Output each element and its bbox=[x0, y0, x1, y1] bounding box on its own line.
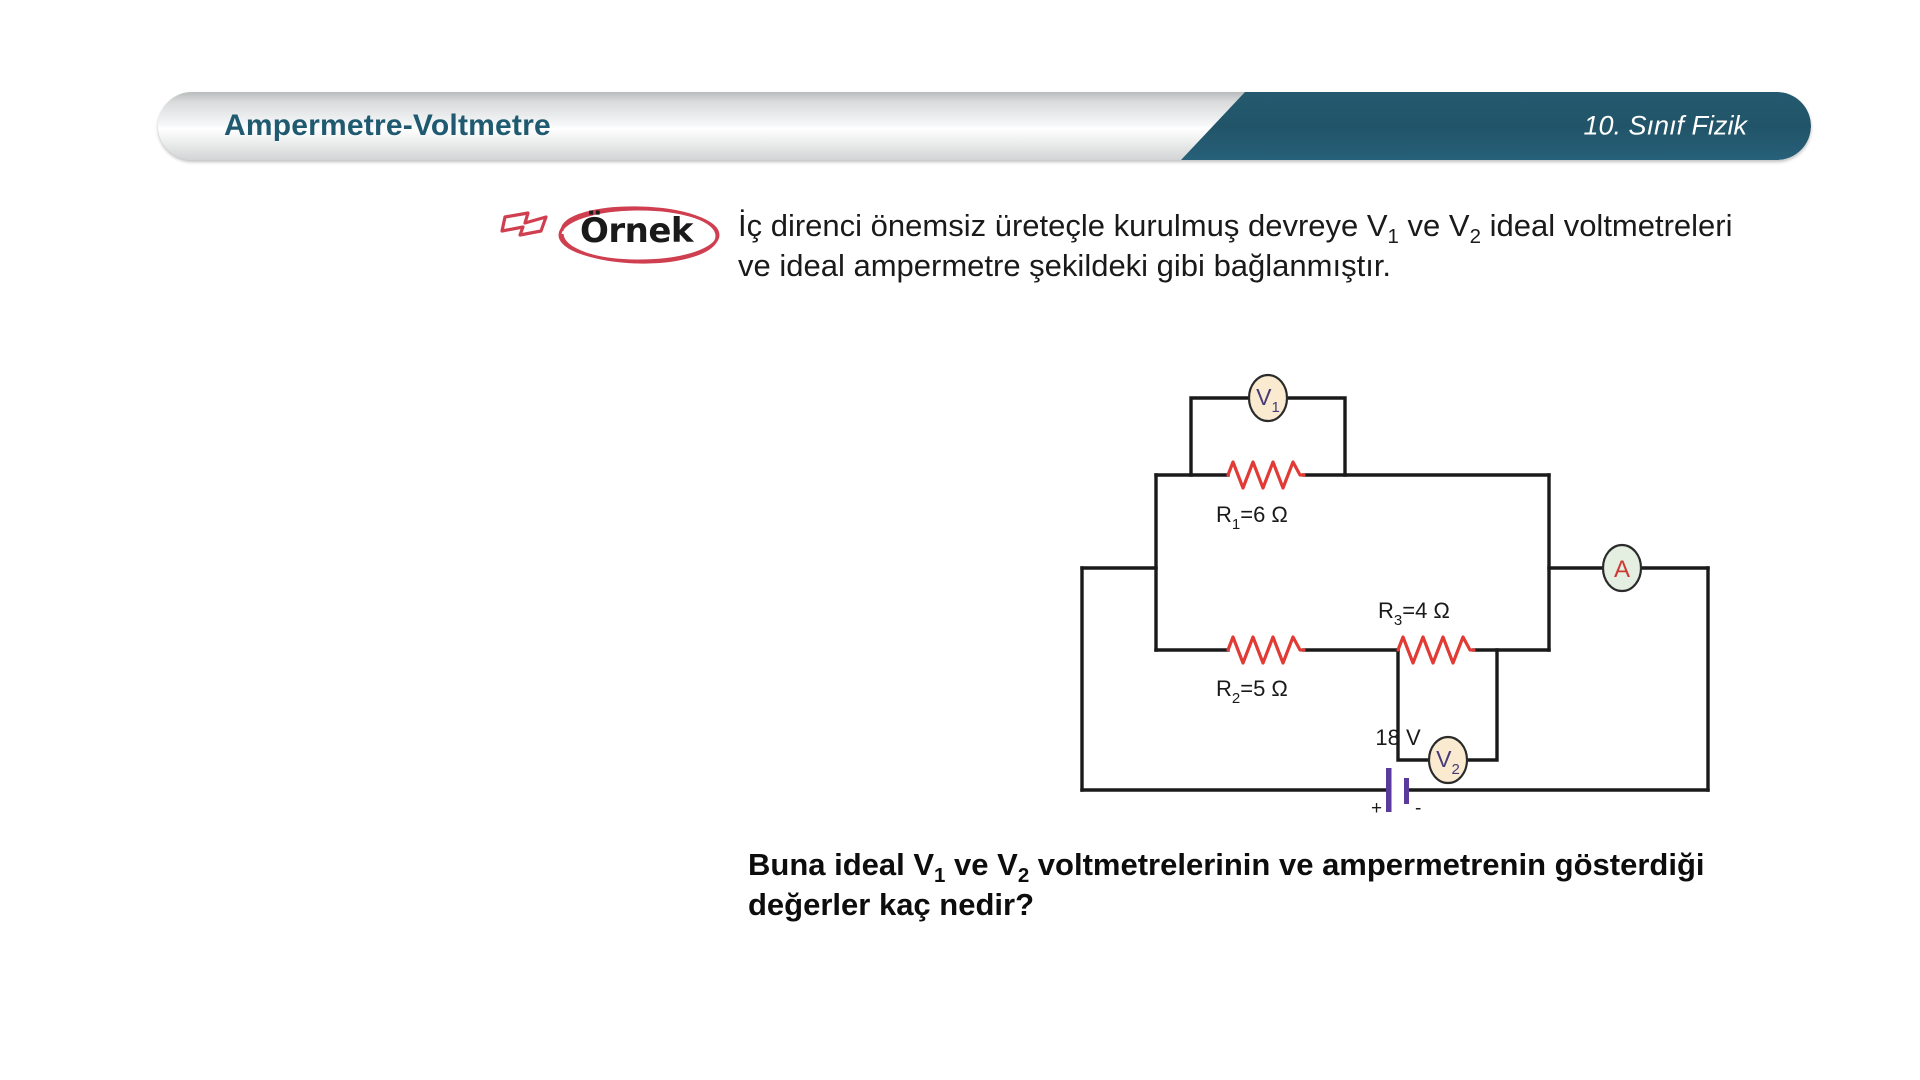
intro-text-3: ideal voltmetreleri ve ideal ampermetre … bbox=[738, 208, 1733, 283]
intro-text-2: ve V bbox=[1398, 208, 1470, 243]
question-paragraph: Buna ideal V1 ve V2 voltmetrelerinin ve … bbox=[748, 845, 1828, 926]
intro-text-1: İç direnci önemsiz üreteçle kurulmuş dev… bbox=[738, 208, 1388, 243]
intro-sub-2: 2 bbox=[1469, 225, 1481, 249]
question-sub-1: 1 bbox=[934, 864, 946, 888]
resistor-r1-label: R1=6 Ω bbox=[1216, 502, 1288, 533]
battery-symbol bbox=[1386, 768, 1409, 812]
voltmeter-v2-label: V2 bbox=[1436, 746, 1460, 778]
voltmeter-v2: V2 bbox=[1427, 735, 1469, 785]
circuit-wires bbox=[1080, 396, 1710, 792]
arrow-right-icon bbox=[500, 211, 548, 237]
page-header-banner: Ampermetre-Voltmetre 10. Sınıf Fizik bbox=[158, 92, 1811, 160]
intro-sub-1: 1 bbox=[1387, 225, 1399, 249]
example-badge-graphics bbox=[500, 206, 720, 264]
intro-text-4: bağlanmıştır. bbox=[1213, 247, 1392, 283]
ellipse-outline bbox=[558, 206, 720, 264]
battery-plus-sign: + bbox=[1371, 798, 1382, 819]
resistor-r2-label: R2=5 Ω bbox=[1216, 676, 1288, 707]
question-sub-2: 2 bbox=[1017, 864, 1030, 888]
resistor-r1-symbol bbox=[1226, 460, 1306, 490]
ammeter-a-label: A bbox=[1614, 556, 1630, 583]
banner-subtitle: 10. Sınıf Fizik bbox=[1583, 110, 1747, 141]
page-title: Ampermetre-Voltmetre bbox=[224, 109, 551, 142]
ammeter-a: A bbox=[1601, 543, 1643, 593]
question-text-2: ve V bbox=[945, 847, 1018, 882]
question-text-1: Buna ideal V bbox=[748, 847, 935, 882]
question-text-4: gösterdiği değerler kaç nedir? bbox=[748, 847, 1705, 923]
example-badge: Örnek bbox=[498, 198, 738, 276]
voltmeter-v1: V1 bbox=[1247, 373, 1289, 423]
circuit-diagram: R1=6 Ω R2=5 Ω R3=4 Ω V1 V2 A 18 V + - bbox=[1060, 330, 1760, 830]
circuit-svg: R1=6 Ω R2=5 Ω R3=4 Ω V1 V2 A 18 V + - bbox=[1080, 373, 1710, 819]
resistor-r2-symbol bbox=[1226, 635, 1306, 665]
voltmeter-v1-label: V1 bbox=[1256, 384, 1280, 416]
resistor-r3-symbol bbox=[1396, 635, 1476, 665]
resistor-symbols bbox=[1226, 460, 1476, 665]
question-text-3: voltmetrelerinin ve ampermetrenin bbox=[1029, 847, 1547, 882]
resistor-r3-label: R3=4 Ω bbox=[1378, 598, 1450, 629]
example-badge-label: Örnek bbox=[580, 211, 694, 251]
intro-paragraph: İç direnci önemsiz üreteçle kurulmuş dev… bbox=[738, 206, 1748, 285]
banner-dark-panel bbox=[1181, 92, 1811, 160]
battery-minus-sign: - bbox=[1415, 798, 1421, 819]
battery-voltage-label: 18 V bbox=[1375, 725, 1421, 750]
